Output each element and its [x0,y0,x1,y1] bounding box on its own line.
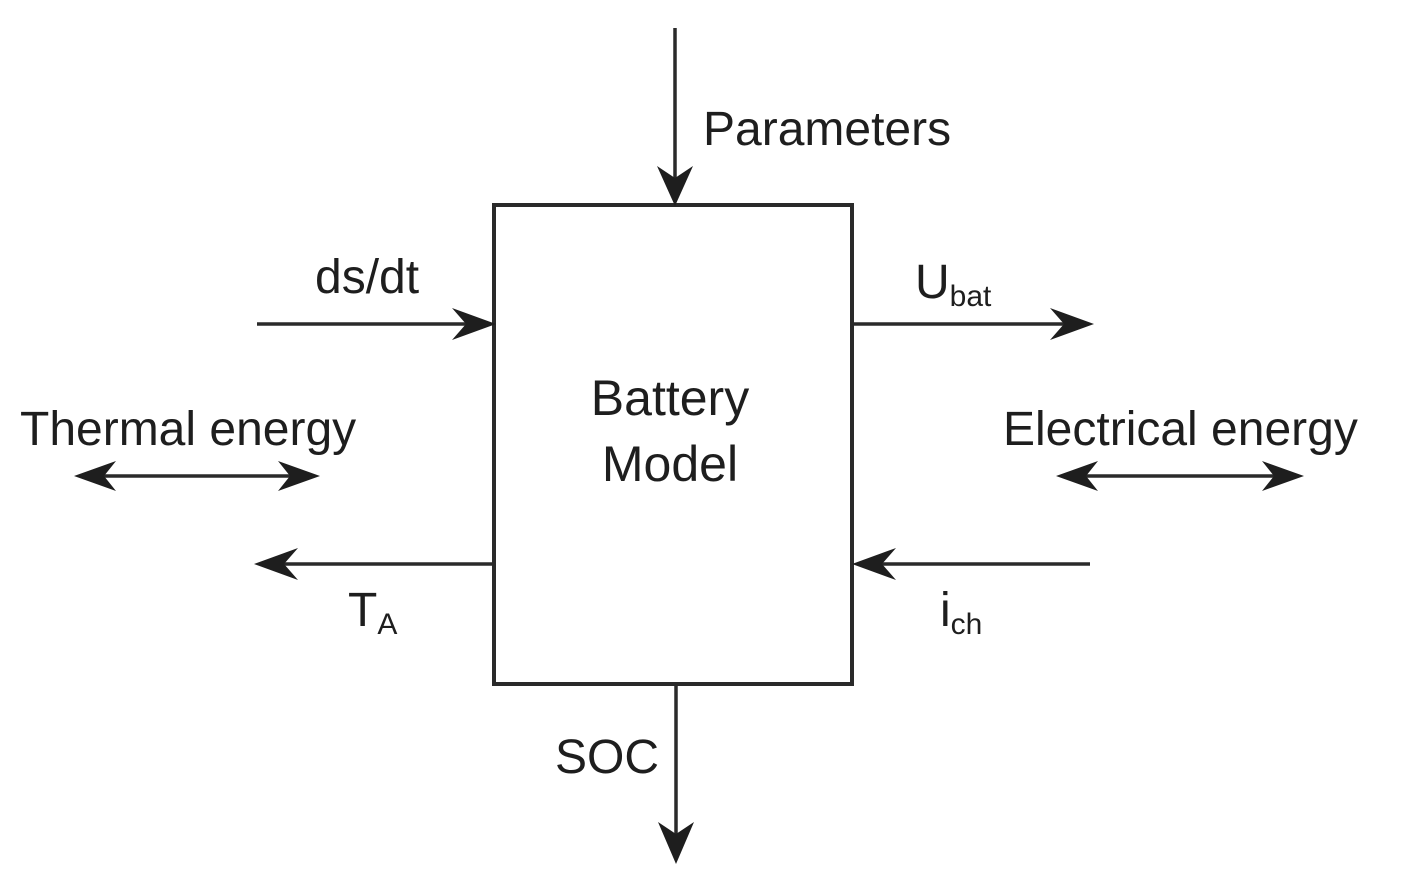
t-a-main: T [348,584,377,637]
i-ch-main: i [940,584,951,637]
parameters-label: Parameters [703,103,951,156]
parameters-arrow [657,28,693,206]
t-a-arrow [254,548,494,580]
electrical-energy-label: Electrical energy [1003,403,1358,456]
thermal-energy-double-arrow [74,461,320,491]
i-ch-subscript: ch [951,608,983,641]
battery-model-block [492,203,854,686]
t-a-label: TA [348,584,397,641]
block-label-line2: Model [602,436,738,492]
soc-arrow [658,684,694,864]
block-label-line1: Battery [591,370,749,426]
thermal-energy-label: Thermal energy [20,403,356,456]
u-bat-main: U [915,256,950,309]
u-bat-label: Ubat [915,256,992,313]
i-ch-arrow [852,548,1090,580]
soc-label: SOC [555,731,659,784]
u-bat-subscript: bat [950,280,992,313]
u-bat-arrow [852,308,1094,340]
i-ch-label: ich [940,584,982,641]
ds-dt-label: ds/dt [315,251,419,304]
ds-dt-arrow [257,308,496,340]
electrical-energy-double-arrow [1056,461,1304,491]
t-a-subscript: A [377,608,397,641]
